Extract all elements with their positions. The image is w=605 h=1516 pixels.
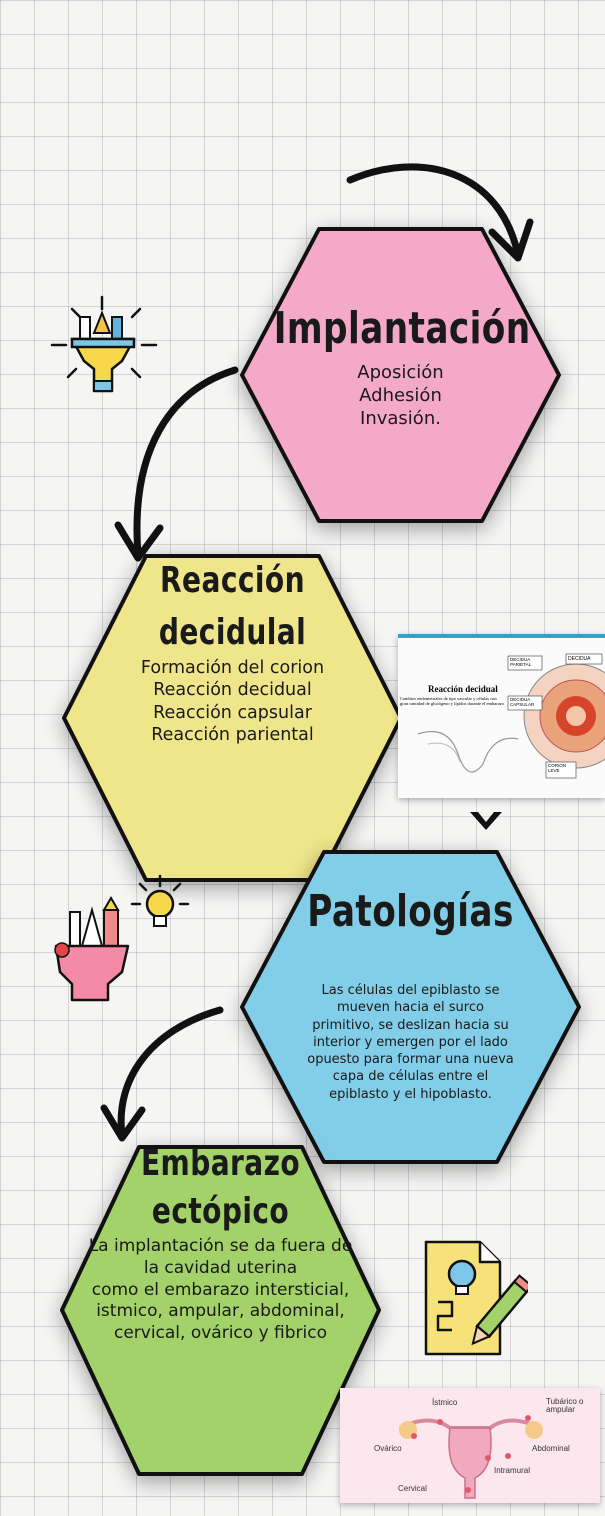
decidual-label: CORION LEVE — [548, 763, 566, 773]
reaccion-title-line2: decidulal — [158, 612, 307, 653]
arrow-2 — [133, 366, 239, 559]
reaccion-item: Reacción capsular — [153, 702, 312, 723]
patologias-line: capa de células entre el — [332, 1069, 489, 1085]
patologias-line: epiblasto y el hipoblasto. — [329, 1086, 492, 1102]
embarazo-item: cervical, ovárico y fibrico — [113, 1323, 328, 1343]
ectopic-label: Tubárico o ampular — [546, 1397, 584, 1415]
embarazo-title-line2: ectópico — [151, 1191, 290, 1232]
decidual-illustration — [398, 634, 605, 798]
pencil-cup-lightbulb-icon — [54, 874, 190, 1002]
patologias-line: primitivo, se deslizan hacia su — [312, 1017, 509, 1033]
patologias-line: mueven hacia el surco — [337, 1000, 484, 1016]
embarazo-title-line1: Embarazo — [140, 1143, 301, 1184]
lightbulb-pencil-cup-icon — [50, 295, 158, 393]
embarazo-list: La implantación se da fuera de la cavida… — [46, 1236, 395, 1345]
reaccion-list: Formación del corion Reacción decidual R… — [60, 657, 405, 747]
decidual-label: DECIDUA CAPSULAR — [510, 697, 535, 707]
implantacion-list: Aposición Adhesión Invasión. — [238, 361, 563, 430]
patologias-line: opuesto para formar una nueva — [307, 1052, 514, 1068]
implantacion-item: Adhesión — [359, 385, 442, 407]
implantacion-item: Invasión. — [360, 408, 441, 430]
decidual-reaction-image: Reacción decidual Cambios endometriales … — [398, 634, 605, 798]
implantacion-title: Implantación — [273, 303, 531, 354]
document-pencil-icon — [424, 1240, 528, 1356]
hex-patologias: Patologías Las células del epiblasto se … — [238, 848, 583, 1166]
hex-implantacion: Implantación Aposición Adhesión Invasión… — [238, 225, 563, 525]
arrow-2-head — [114, 521, 164, 562]
arrow-3-head — [100, 1104, 146, 1142]
ectopic-label: Cervical — [398, 1484, 427, 1493]
embarazo-item: la cavidad uterina — [143, 1257, 298, 1278]
arrow-1 — [346, 163, 522, 259]
ectopic-label: Ovárico — [374, 1444, 402, 1453]
arrow-1-head — [488, 218, 534, 262]
decidual-description: Cambios endometriales de tipo vascular y… — [400, 696, 504, 707]
arrow-down-head — [470, 812, 502, 830]
decidual-label: DECIDUA PARIETAL — [510, 657, 532, 667]
patologias-paragraph: Las células del epiblasto se mueven haci… — [238, 982, 583, 1103]
embarazo-item: La implantación se da fuera de — [88, 1236, 353, 1256]
ectopic-sites-image: Ístmico Tubárico o ampular Ovárico Abdom… — [340, 1388, 600, 1503]
hex-reaccion-decidual: Reacción decidulal Formación del corion … — [60, 552, 405, 884]
uterus-illustration — [399, 1415, 543, 1499]
embarazo-item: como el embarazo intersticial, — [91, 1279, 350, 1300]
decidual-label: DECIDUA — [568, 656, 591, 662]
arrow-3 — [117, 1006, 224, 1139]
decidual-heading: Reacción decidual — [428, 684, 498, 694]
patologias-title: Patologías — [307, 886, 514, 937]
reaccion-item: Reacción decidual — [153, 680, 312, 701]
implantacion-item: Aposición — [357, 362, 444, 383]
reaccion-item: Reacción pariental — [151, 725, 314, 746]
patologias-line: Las células del epiblasto se — [321, 983, 500, 998]
reaccion-item: Formación del corion — [140, 658, 325, 678]
ectopic-label: Ístmico — [432, 1398, 458, 1407]
hex-embarazo-ectopico: Embarazo ectópico La implantación se da … — [58, 1143, 383, 1478]
embarazo-item: istmico, ampular, abdominal, — [96, 1301, 345, 1322]
ectopic-label: Intramural — [494, 1466, 531, 1475]
patologias-line: interior y emergen por el lado — [313, 1034, 508, 1050]
reaccion-title-line1: Reacción — [160, 560, 305, 601]
ectopic-label: Abdominal — [532, 1444, 570, 1453]
